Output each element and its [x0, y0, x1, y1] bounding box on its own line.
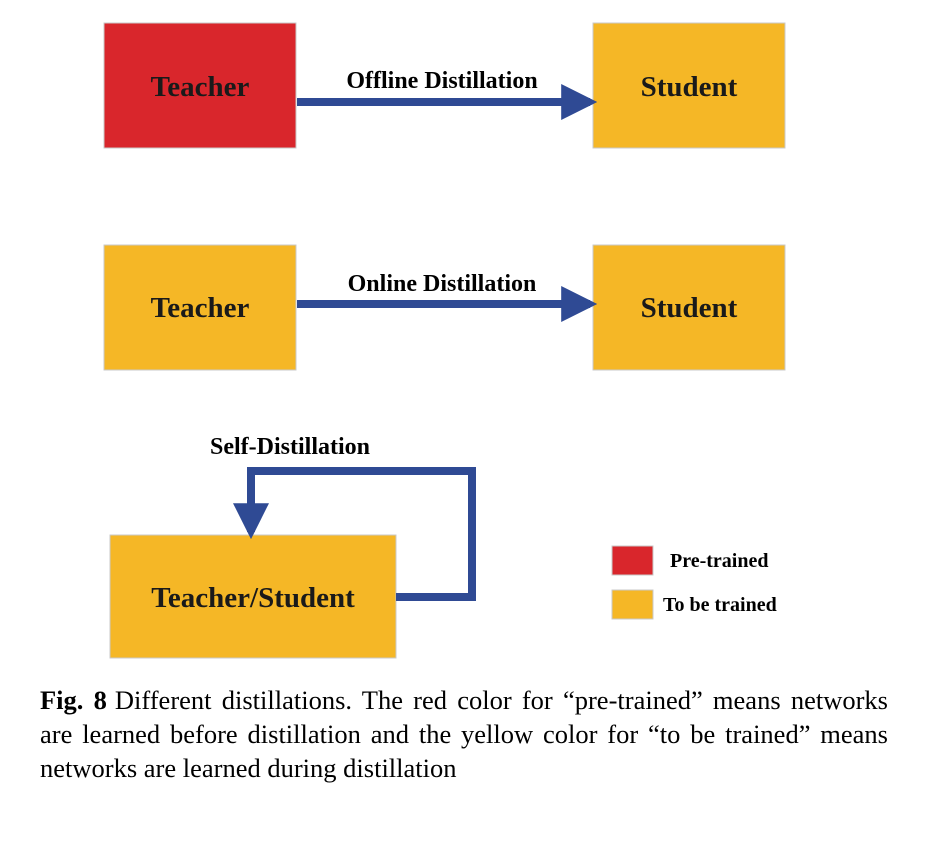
self-distillation-loop-arrow: [233, 467, 476, 601]
online-teacher-box: [103, 244, 297, 371]
distillation-diagram: Teacher Student Offline Distillation Tea…: [103, 22, 786, 659]
offline-teacher-label: Teacher: [151, 71, 250, 103]
online-teacher-label: Teacher: [151, 292, 250, 324]
offline-student-label: Student: [641, 71, 738, 103]
offline-distillation-label: Offline Distillation: [346, 68, 537, 94]
online-distillation-label: Online Distillation: [348, 271, 537, 297]
online-student-label: Student: [641, 292, 738, 324]
legend-pretrained-swatch: [611, 545, 654, 576]
caption-text: Different distillations. The red color f…: [40, 685, 888, 783]
legend: Pre-trained To be trained: [611, 545, 777, 620]
self-teacher-student-label: Teacher/Student: [151, 582, 355, 614]
self-distillation-label: Self-Distillation: [210, 434, 370, 460]
offline-distillation-row: Teacher Student Offline Distillation: [103, 22, 786, 149]
offline-teacher-box: [103, 22, 297, 149]
figure-label: Fig. 8: [40, 685, 107, 715]
offline-student-box: [592, 22, 786, 149]
online-student-box: [592, 244, 786, 371]
legend-to-be-trained-label: To be trained: [663, 594, 777, 616]
self-distillation-row: Teacher/Student Self-Distillation: [109, 434, 476, 659]
online-distillation-row: Teacher Student Online Distillation: [103, 244, 786, 371]
legend-to-be-trained-swatch: [611, 589, 654, 620]
legend-pretrained-label: Pre-trained: [670, 550, 769, 572]
